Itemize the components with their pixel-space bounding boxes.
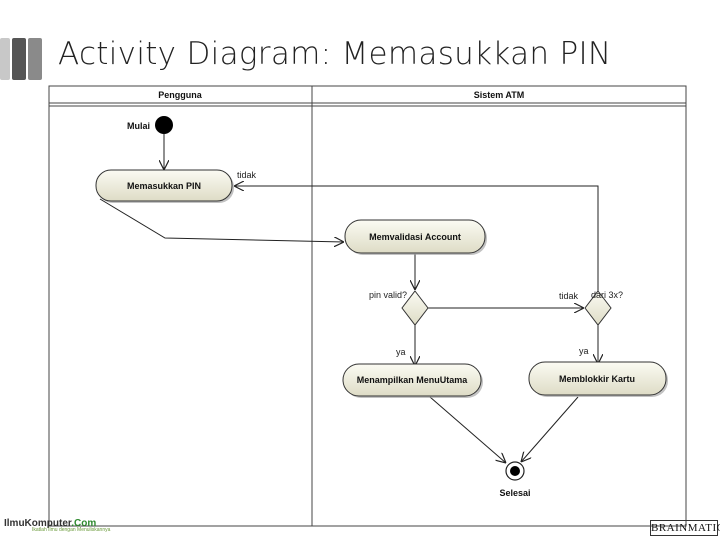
edge-enter-pin-to-validate xyxy=(99,198,344,242)
activity-show-main-menu-label: Menampilkan MenuUtama xyxy=(357,375,469,385)
end-node xyxy=(505,461,525,481)
activity-block-card-label: Memblokkir Kartu xyxy=(559,374,635,384)
decision-pin-valid xyxy=(401,290,429,326)
activity-validate-account: Memvalidasi Account xyxy=(344,219,487,255)
guard-ya-right: ya xyxy=(579,346,589,356)
lane-header-pengguna: Pengguna xyxy=(158,90,202,100)
edge-show-menu-to-end xyxy=(429,396,506,463)
guard-ya-left: ya xyxy=(396,347,406,357)
footer-brand-dot: .Com xyxy=(71,518,97,529)
footer-brand-main: IlmuKomputer xyxy=(4,518,72,529)
activity-validate-account-label: Memvalidasi Account xyxy=(369,232,461,242)
slide-title: Activity Diagram: Memasukkan PIN xyxy=(58,36,612,72)
decision-three-times-label: dari 3x? xyxy=(591,290,623,300)
decision-three-times xyxy=(584,290,612,326)
diagram-edges xyxy=(99,134,599,463)
end-label: Selesai xyxy=(499,488,530,498)
activity-block-card: Memblokkir Kartu xyxy=(528,361,668,397)
lane-header-sistem-atm: Sistem ATM xyxy=(474,90,525,100)
activity-enter-pin-label: Memasukkan PIN xyxy=(127,181,201,191)
title-accent-bars xyxy=(0,38,50,80)
footer-brand-brainmatics: BRAINMATICS xyxy=(650,520,720,536)
activity-enter-pin: Memasukkan PIN xyxy=(95,169,234,203)
guard-tidak-loop: tidak xyxy=(237,170,257,180)
start-label: Mulai xyxy=(127,121,150,131)
footer-brand-tagline: Ikatlah Ilmu dengan Menuliskannya xyxy=(32,527,111,533)
edge-block-to-end xyxy=(521,396,579,462)
start-node xyxy=(155,116,173,134)
footer-brand-ilmukomputer: IlmuKomputer.Com Ikatlah Ilmu dengan Men… xyxy=(4,518,110,533)
edge-3x-back-to-enter-pin xyxy=(234,186,599,291)
decision-pin-valid-label: pin valid? xyxy=(369,290,407,300)
activity-show-main-menu: Menampilkan MenuUtama xyxy=(342,363,483,398)
guard-tidak-mid: tidak xyxy=(559,291,579,301)
